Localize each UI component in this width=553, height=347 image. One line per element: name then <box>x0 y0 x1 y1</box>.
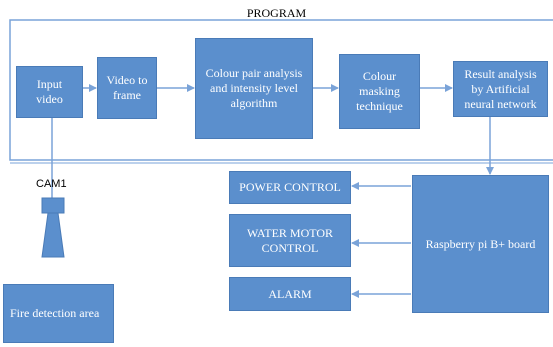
input-video-label: Input video <box>36 77 63 106</box>
program-frame <box>9 19 553 161</box>
power-control-block: POWER CONTROL <box>229 171 351 204</box>
alarm-label: ALARM <box>268 286 312 301</box>
input-video-block: Input video <box>16 66 83 118</box>
colour-masking-label: Colour masking technique <box>356 69 403 113</box>
raspberry-pi-block: Raspberry pi B+ board <box>412 175 549 313</box>
video-to-frame-block: Video to frame <box>97 57 157 119</box>
fire-detection-area-block: Fire detection area <box>3 284 114 343</box>
fire-detection-area-label: Fire detection area <box>10 306 100 320</box>
camera-icon <box>41 197 65 258</box>
water-motor-control-label: WATER MOTOR CONTROL <box>246 225 334 255</box>
video-to-frame-label: Video to frame <box>106 73 148 102</box>
colour-pair-analysis-block: Colour pair analysis and intensity level… <box>195 38 313 139</box>
alarm-block: ALARM <box>229 277 351 311</box>
colour-pair-analysis-label: Colour pair analysis and intensity level… <box>205 66 303 110</box>
result-analysis-label: Result analysis by Artificial neural net… <box>464 66 537 111</box>
water-motor-control-block: WATER MOTOR CONTROL <box>229 214 351 267</box>
colour-masking-block: Colour masking technique <box>339 54 420 129</box>
raspberry-pi-label: Raspberry pi B+ board <box>425 236 536 251</box>
program-title: PROGRAM <box>246 6 307 20</box>
camera-label: CAM1 <box>36 178 67 190</box>
power-control-label: POWER CONTROL <box>239 180 341 194</box>
result-analysis-block: Result analysis by Artificial neural net… <box>453 61 548 117</box>
